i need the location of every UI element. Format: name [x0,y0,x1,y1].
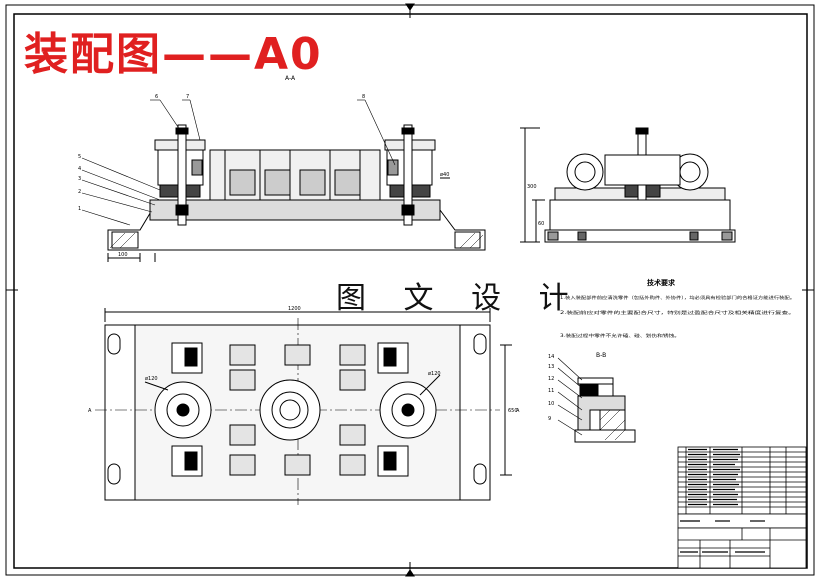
part-label: 3 [78,176,81,182]
title-block-text-lines [680,448,765,553]
dimension-label: ø120 [428,371,441,377]
part-label: 9 [548,416,551,422]
dimension-label: 60 [538,221,544,227]
dimension-label: 650 [508,408,518,414]
part-label: 14 [548,354,554,360]
part-label: 5 [78,154,81,160]
side-view-labels: 300 60 [527,184,544,227]
part-label: 10 [548,401,554,407]
side-view [520,127,736,243]
plan-view [95,308,512,505]
tech-req-title: 技术要求 [647,278,676,287]
title-block [677,446,807,569]
view-letter: A [516,408,520,414]
view-letter: A [88,408,92,414]
front-view-labels: 5 4 3 2 1 6 7 8 100 ø40 [78,94,449,258]
section-b-b-labels: B-B 14 13 12 11 10 9 [548,352,606,422]
part-label: 2 [78,189,81,195]
front-view-a-a: A-A [81,75,486,262]
part-label: 12 [548,376,554,382]
technical-requirements: 技术要求 1.装入装配部件前应清洗零件（包括外购件、外协件），均必须具有检验部门… [560,278,795,339]
tech-req-item: 2.装配前应对零件的主要配合尺寸，特别是过盈配合尺寸及相关精度进行复查。 [560,309,795,316]
tech-req-item: 1.装入装配部件前应清洗零件（包括外购件、外协件），均必须具有检验部门的合格证方… [560,294,795,301]
part-label: 1 [78,206,81,212]
section-label-bb: B-B [596,352,606,359]
dimension-label: 1200 [288,306,301,312]
dimension-label: ø120 [145,376,158,382]
part-label: 6 [155,94,158,100]
part-label: 11 [548,388,554,394]
centering-marks [6,3,814,577]
section-label-aa: A-A [285,75,296,82]
drawing-title: 装配图——A0 [24,29,323,80]
tech-req-item: 3.装配过程中零件不允许磕、碰、划伤和锈蚀。 [560,332,680,339]
section-b-b [557,357,636,443]
dimension-label: 300 [527,184,537,190]
watermark-text: 图 文 设 计 [336,281,583,316]
part-label: 7 [186,94,189,100]
part-label: 4 [78,166,81,172]
plan-view-labels: 1200 650 ø120 ø120 A A [88,306,520,414]
part-label: 13 [548,364,554,370]
dimension-label: 100 [118,252,128,258]
dimension-label: ø40 [440,172,449,178]
part-label: 8 [362,94,365,100]
